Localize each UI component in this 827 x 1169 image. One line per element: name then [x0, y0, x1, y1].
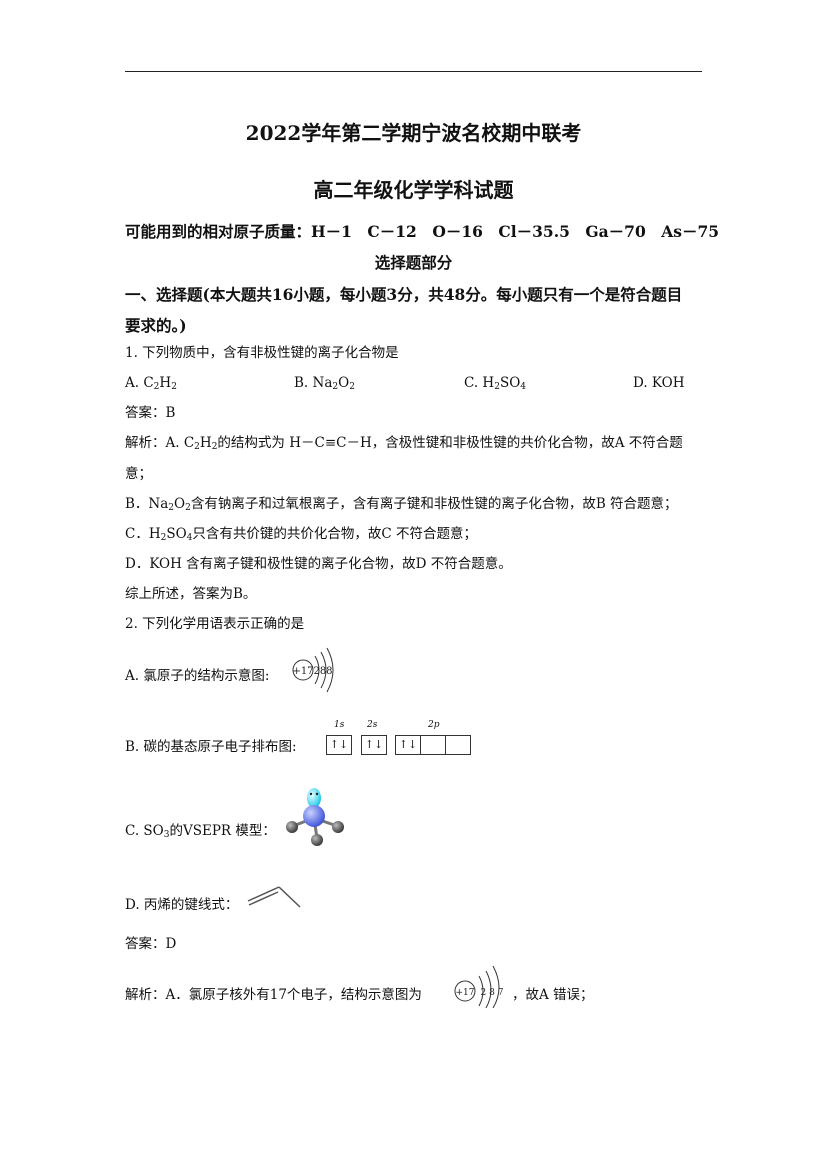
section-heading: 选择题部分	[374, 253, 453, 272]
orbital-box-2p-2	[420, 735, 446, 755]
exam-title: 2022学年第二学期宁波名校期中联考	[245, 121, 582, 145]
orbital-label-1s: 1s	[334, 720, 345, 730]
orbital-label-2s: 2s	[367, 720, 378, 730]
orbital-box-2p-3	[445, 735, 471, 755]
chlorine-atom-diagram-corrected: +17 2 8 7	[454, 965, 504, 1008]
atom-nucleus-label: +17	[292, 666, 313, 677]
q1-stem: 1. 下列物质中，含有非极性键的离子化合物是	[125, 345, 399, 361]
q2-option-d: D. 丙烯的键线式：	[125, 897, 239, 913]
q1-summary: 综上所述，答案为B。	[125, 586, 257, 602]
chlorine-atom-diagram: +17 288	[292, 647, 334, 693]
atom-nucleus-label: +17	[456, 988, 475, 998]
q2-option-c: C. SO3的VSEPR 模型：	[125, 823, 276, 840]
q2-answer: 答案：D	[125, 936, 177, 952]
so3-vsepr-model-image	[286, 788, 344, 846]
q1-analysis-c: C．H2SO4只含有共价键的共价化合物，故C 不符合题意；	[125, 526, 478, 543]
q1-analysis-d: D．KOH 含有离子键和极性键的离子化合物，故D 不符合题意。	[125, 556, 512, 572]
q1-option-d: D. KOH	[633, 375, 685, 391]
atom-shell-label: 2 8 7	[481, 988, 504, 998]
header-rule	[125, 71, 702, 72]
orbital-label-2p: 2p	[428, 720, 440, 730]
q1-analysis-b: B．Na2O2含有钠离子和过氧根离子，含有离子键和非极性键的离子化合物，故B 符…	[125, 496, 678, 513]
q1-analysis-a-cont: 意；	[125, 466, 152, 482]
instructions-line2: 要求的。)	[125, 316, 187, 335]
orbital-box-2p-1: ↑↓	[395, 735, 421, 755]
orbital-box-1s: ↑↓	[326, 735, 352, 755]
q2-stem: 2. 下列化学用语表示正确的是	[125, 616, 305, 632]
q2-option-b: B. 碳的基态原子电子排布图:	[125, 739, 297, 755]
q1-option-c: C. H2SO4	[464, 375, 527, 392]
carbon-orbital-diagram: 1s 2s 2p ↑↓ ↑↓ ↑↓	[324, 720, 474, 760]
propene-skeletal-formula	[247, 886, 301, 908]
q2-option-a: A. 氯原子的结构示意图:	[125, 668, 270, 684]
atom-shell-label: 288	[313, 666, 332, 677]
q2-analysis-a-tail: ，故A 错误；	[512, 987, 594, 1003]
q1-answer: 答案：B	[125, 405, 176, 421]
q1-analysis-a: 解析：A. C2H2的结构式为 H－C≡C－H，含极性键和非极性键的共价化合物，…	[125, 435, 683, 452]
q2-analysis-a: 解析：A．氯原子核外有17个电子，结构示意图为	[125, 987, 422, 1003]
q1-option-a: A. C2H2	[125, 375, 177, 392]
q1-option-b: B. Na2O2	[294, 375, 355, 392]
orbital-box-2s: ↑↓	[361, 735, 387, 755]
atomic-masses: 可能用到的相对原子质量：H－1 C－12 O－16 Cl－35.5 Ga－70 …	[125, 222, 720, 241]
instructions-line1: 一、选择题(本大题共16小题，每小题3分，共48分。每小题只有一个是符合题目	[125, 285, 683, 304]
exam-subtitle: 高二年级化学学科试题	[313, 178, 514, 202]
